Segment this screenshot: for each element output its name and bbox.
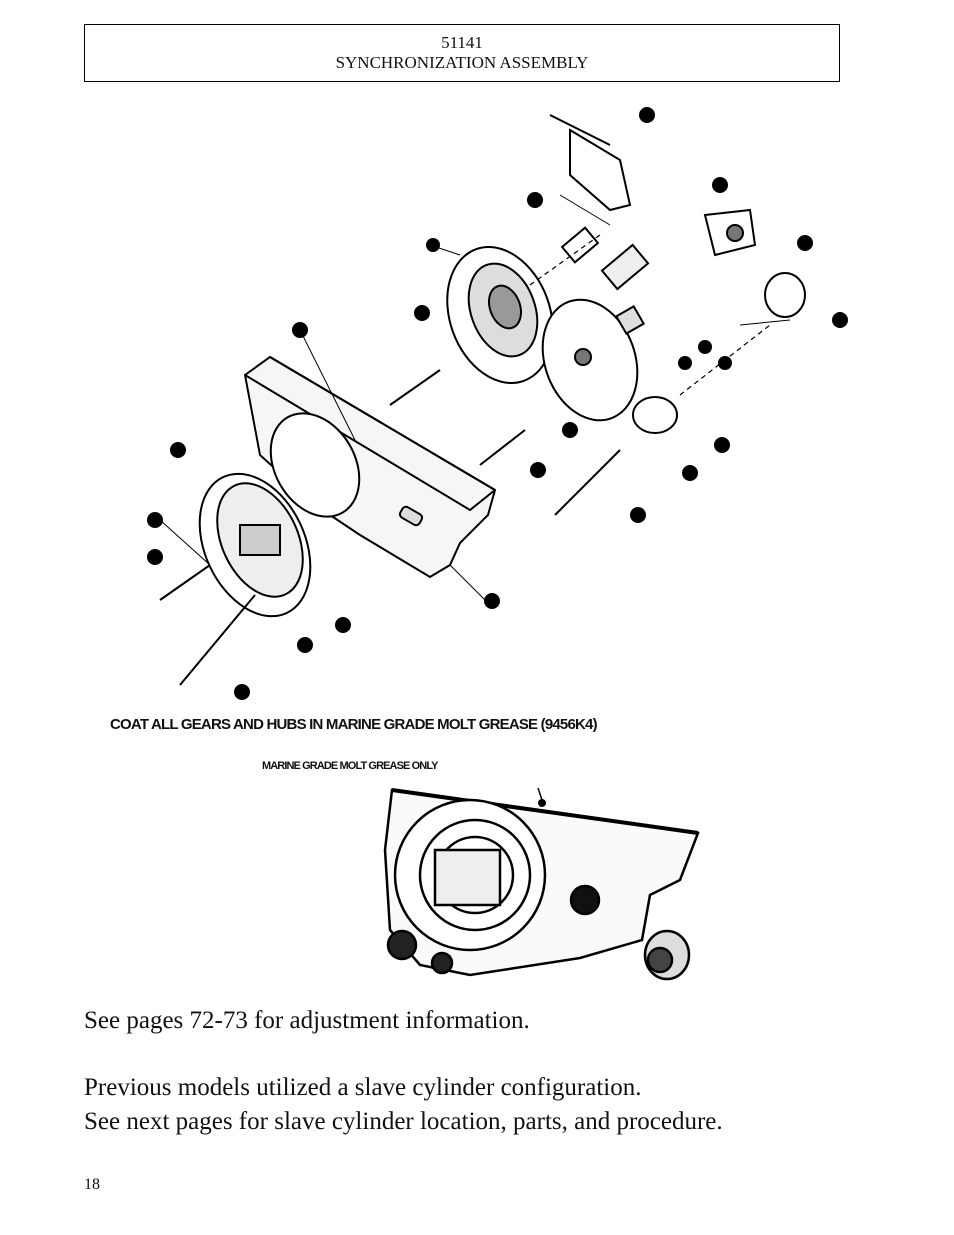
previous-models-text: Previous models utilized a slave cylinde… (84, 1074, 642, 1101)
coat-grease-note: COAT ALL GEARS AND HUBS IN MARINE GRADE … (110, 716, 598, 733)
adjustment-info-text: See pages 72-73 for adjustment informati… (84, 1007, 530, 1034)
slave-cylinder-text: See next pages for slave cylinder locati… (84, 1108, 723, 1135)
page-title: SYNCHRONIZATION ASSEMBLY (335, 53, 589, 72)
part-number: 51141 (441, 33, 483, 52)
assembled-view-diagram (383, 787, 700, 981)
exploded-view-diagram (147, 107, 848, 700)
grease-only-note: MARINE GRADE MOLT GREASE ONLY (262, 760, 438, 772)
header-box: 51141 SYNCHRONIZATION ASSEMBLY (84, 24, 840, 82)
page-number: 18 (84, 1176, 100, 1193)
